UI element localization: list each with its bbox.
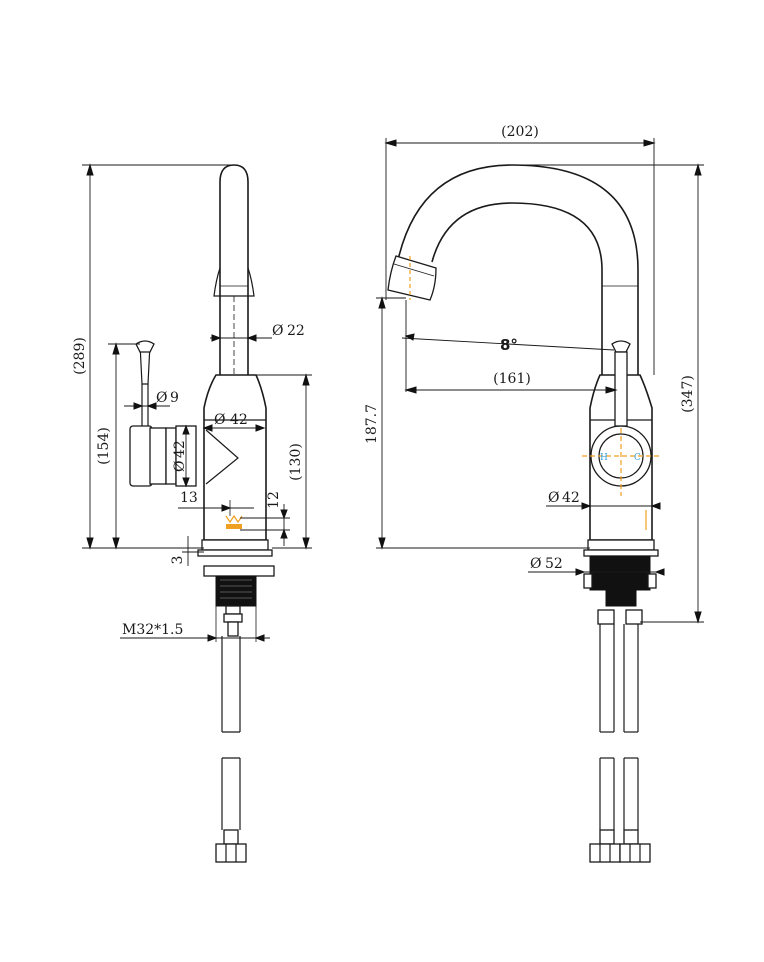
dim-dia-42-side: Ø 42 bbox=[172, 440, 188, 472]
front-aerator bbox=[387, 255, 437, 301]
front-mounting-assembly bbox=[589, 555, 651, 591]
side-base-ring bbox=[201, 539, 269, 551]
svg-text:Ø: Ø bbox=[548, 490, 559, 506]
side-hose-nut bbox=[215, 843, 247, 863]
svg-text:Ø: Ø bbox=[214, 412, 225, 428]
hot-mark: H bbox=[600, 453, 608, 463]
front-hose-nut-left bbox=[589, 843, 621, 863]
dim-overall-height-right: (347) bbox=[680, 375, 696, 413]
dim-dia-52: Ø 52 bbox=[530, 556, 563, 572]
svg-text:Ø: Ø bbox=[156, 390, 167, 406]
svg-text:9: 9 bbox=[170, 390, 179, 406]
brand-mark-icon bbox=[225, 514, 243, 529]
svg-text:42: 42 bbox=[562, 490, 580, 506]
dim-height-187: 187.7 bbox=[364, 404, 380, 444]
dim-height-154: (154) bbox=[96, 427, 112, 465]
dim-height-130: (130) bbox=[288, 443, 304, 481]
dim-thread: M32*1.5 bbox=[122, 622, 183, 638]
dim-dia-42-right: Ø 42 bbox=[548, 490, 580, 506]
svg-text:Ø: Ø bbox=[172, 461, 188, 472]
front-handle-lever bbox=[611, 340, 631, 353]
dim-overall-height-left: (289) bbox=[72, 337, 88, 375]
front-hose-nut-right bbox=[619, 843, 651, 863]
svg-text:Ø: Ø bbox=[530, 556, 541, 572]
side-body bbox=[203, 374, 267, 541]
svg-text:Ø: Ø bbox=[272, 323, 283, 339]
dim-dia-22: Ø 22 bbox=[272, 323, 305, 339]
side-handle-cylinder bbox=[129, 425, 153, 487]
svg-text:52: 52 bbox=[545, 556, 563, 572]
cold-mark: C bbox=[634, 453, 641, 463]
svg-text:22: 22 bbox=[287, 323, 305, 339]
svg-text:42: 42 bbox=[172, 440, 188, 458]
dim-reach-161: (161) bbox=[493, 371, 531, 387]
dim-3: 3 bbox=[170, 556, 186, 565]
dim-dia-9: Ø 9 bbox=[156, 390, 179, 406]
front-view: H C bbox=[364, 124, 704, 863]
dim-12: 12 bbox=[266, 491, 282, 509]
side-mounting-nut bbox=[215, 575, 257, 607]
svg-text:42: 42 bbox=[230, 412, 248, 428]
dim-13: 13 bbox=[180, 490, 198, 506]
dim-dia-42-top: Ø 42 bbox=[214, 412, 248, 428]
side-view: (289) (154) (130) Ø 22 Ø 9 bbox=[72, 163, 312, 863]
dim-angle: 8° bbox=[500, 336, 518, 354]
front-spout-inner bbox=[431, 202, 603, 375]
dim-overall-width: (202) bbox=[501, 124, 539, 140]
